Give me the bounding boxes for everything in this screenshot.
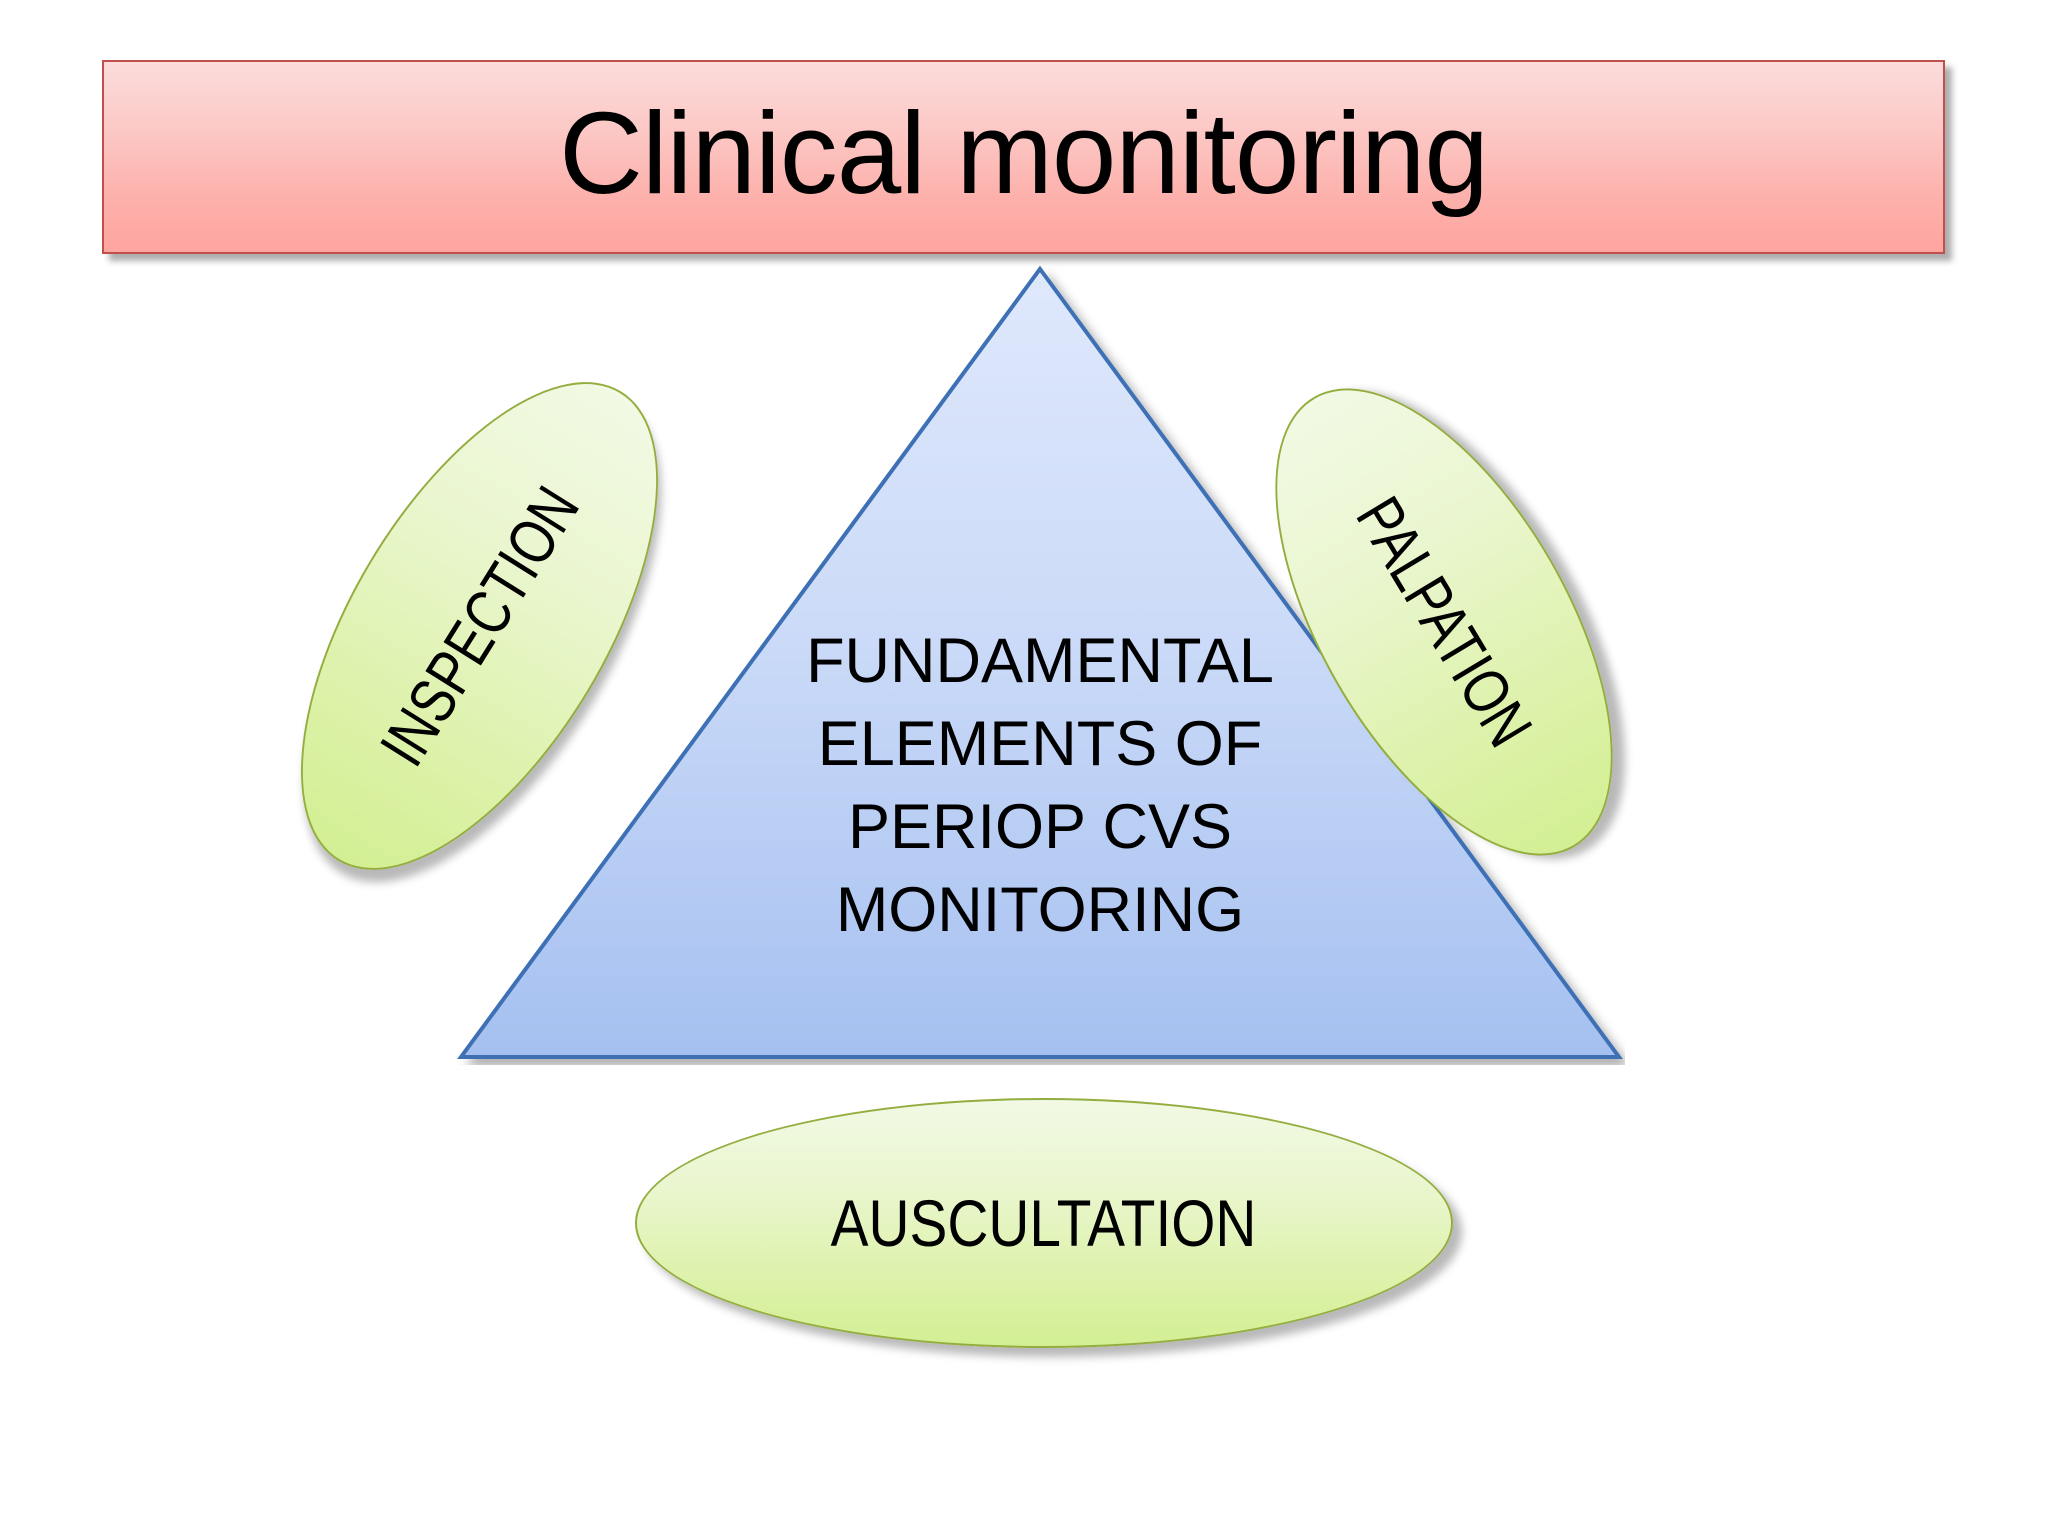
ellipse-inspection-label: INSPECTION <box>366 474 593 778</box>
ellipse-auscultation[interactable]: AUSCULTATION <box>635 1098 1453 1348</box>
page-title: Clinical monitoring <box>559 88 1489 218</box>
ellipse-auscultation-label: AUSCULTATION <box>831 1186 1257 1260</box>
title-banner: Clinical monitoring <box>102 60 1945 254</box>
ellipse-palpation-label: PALPATION <box>1342 485 1546 759</box>
